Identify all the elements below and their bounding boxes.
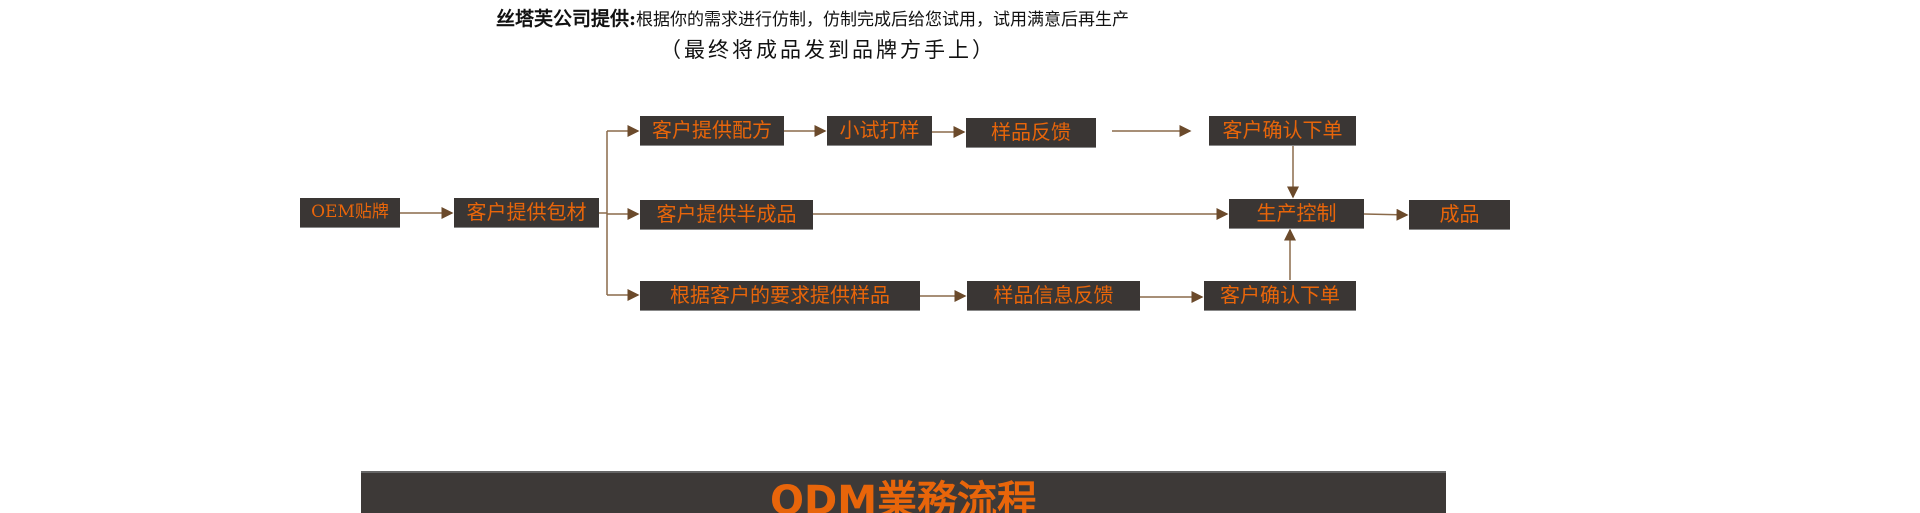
intro-note: （最终将成品发到品牌方手上） xyxy=(660,38,996,62)
step-sample-request: 根据客户的要求提供样品 xyxy=(640,281,920,311)
step-trial: 小试打样 xyxy=(827,116,932,146)
intro-description: 根据你的需求进行仿制，仿制完成后给您试用，试用满意后再生产 xyxy=(636,10,1130,30)
step-finished: 成品 xyxy=(1409,200,1510,230)
step-sample-info: 样品信息反馈 xyxy=(967,281,1140,311)
section-banner: ODM業務流程 xyxy=(361,471,1446,513)
step-packaging: 客户提供包材 xyxy=(454,198,599,228)
step-formula: 客户提供配方 xyxy=(640,116,784,146)
flow-arrows xyxy=(400,125,1409,303)
step-semi-finished: 客户提供半成品 xyxy=(640,200,813,230)
step-production: 生产控制 xyxy=(1229,199,1364,229)
step-feedback: 样品反馈 xyxy=(966,118,1096,148)
company-label: 丝塔芙公司提供: xyxy=(496,8,637,30)
step-confirm-top: 客户确认下单 xyxy=(1209,116,1356,146)
step-confirm-bottom: 客户确认下单 xyxy=(1204,281,1356,311)
step-oem: OEM贴牌 xyxy=(300,198,400,228)
intro-line: 丝塔芙公司提供:根据你的需求进行仿制，仿制完成后给您试用，试用满意后再生产 xyxy=(496,4,1129,31)
